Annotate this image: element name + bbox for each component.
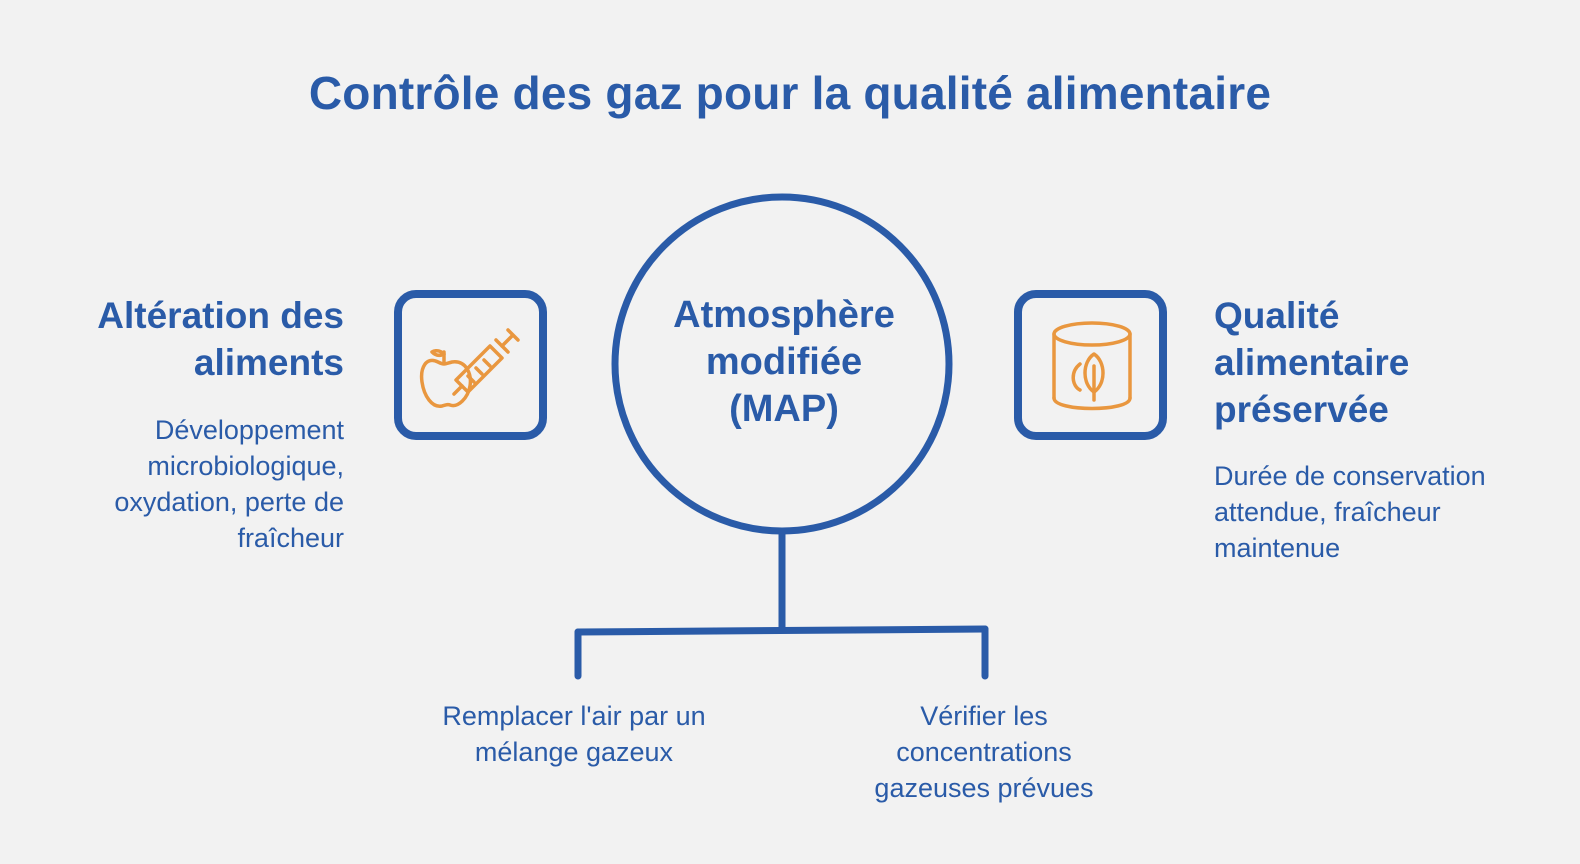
left-description-line: oxydation, perte de — [114, 487, 344, 517]
center-label-line-1: Atmosphère — [673, 294, 895, 336]
left-description-line: microbiologique, — [147, 451, 344, 481]
right-description-line: Durée de conservation — [1214, 461, 1486, 491]
left-description-line: Développement — [154, 415, 344, 445]
branch-left-line: mélange gazeux — [474, 737, 674, 767]
left-heading: Altération des aliments — [30, 292, 344, 386]
branch-right-line: concentrations — [896, 737, 1072, 767]
branch-left-line: Remplacer l'air par un — [442, 701, 706, 731]
branch-right-label: Vérifier les concentrations gazeuses pré… — [834, 698, 1134, 806]
left-description: Développement microbiologique, oxydation… — [60, 412, 344, 556]
right-heading-line-2: alimentaire — [1214, 342, 1410, 383]
left-heading-line-2: aliments — [193, 342, 344, 383]
can-leaf-icon — [1052, 321, 1132, 411]
connector-bar — [574, 625, 989, 636]
right-heading: Qualité alimentaire préservée — [1214, 292, 1554, 433]
right-icon-box — [1014, 290, 1167, 440]
center-label: Atmosphère modifiée (MAP) — [624, 292, 944, 433]
right-heading-line-1: Qualité — [1214, 295, 1340, 336]
center-label-line-3: (MAP) — [729, 388, 839, 430]
left-heading-line-1: Altération des — [97, 295, 344, 336]
left-icon-box — [394, 290, 547, 440]
apple-syringe-icon — [419, 328, 520, 408]
center-label-line-2: modifiée — [705, 341, 863, 383]
right-description-line: maintenue — [1214, 533, 1341, 563]
right-heading-line-3: préservée — [1214, 389, 1389, 430]
page-title: Contrôle des gaz pour la qualité aliment… — [308, 67, 1272, 119]
branch-right-line: gazeuses prévues — [874, 773, 1094, 803]
right-description: Durée de conservation attendue, fraîcheu… — [1214, 458, 1554, 566]
branch-right-line: Vérifier les — [920, 701, 1048, 731]
left-description-line: fraîcheur — [237, 523, 344, 553]
branch-left-label: Remplacer l'air par un mélange gazeux — [414, 698, 734, 770]
right-description-line: attendue, fraîcheur — [1214, 497, 1441, 527]
